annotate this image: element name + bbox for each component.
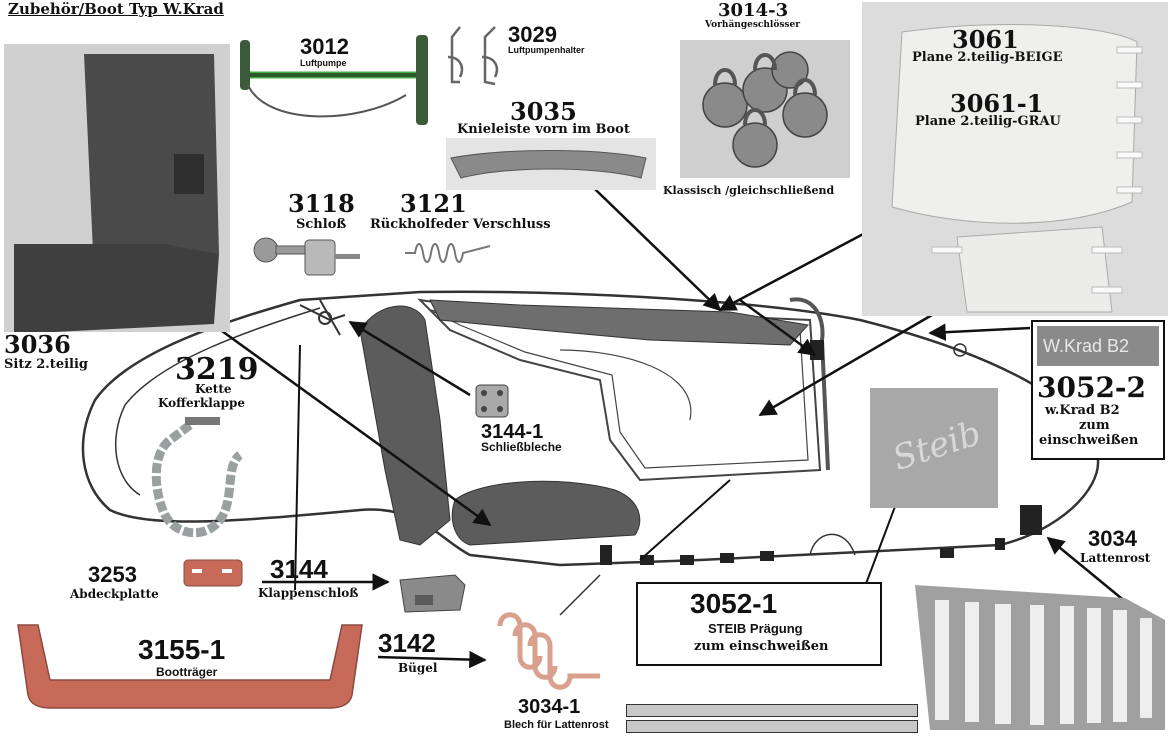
part-number-3034: 3034	[1088, 526, 1137, 551]
part-number-3052-2: 3052-2	[1037, 371, 1147, 404]
brackets-image	[497, 612, 600, 690]
arrow-3052-2	[928, 323, 1031, 341]
lock-plate-image	[475, 384, 509, 418]
part-label-3052-1-a: STEIB Prägung	[708, 621, 803, 636]
plate-text-3052-2: W.Krad B2	[1043, 336, 1130, 356]
knee-bar-photo	[446, 138, 656, 190]
boat-carrier-image	[17, 624, 363, 709]
part-number-3219: 3219	[175, 352, 259, 387]
part-label-3253: Abdeckplatte	[70, 587, 159, 601]
slatted-floor-image	[915, 585, 1165, 730]
part-number-3029: 3029	[508, 22, 557, 47]
slat-sheet-bar-1	[626, 704, 918, 717]
part-number-3052-1: 3052-1	[690, 588, 778, 619]
part-label-3052-1-b: zum einschweißen	[694, 639, 829, 654]
part-number-3014-3: 3014-3	[718, 0, 789, 21]
arrow-3144-1	[348, 320, 471, 397]
box-3052-2: W.Krad B2 3052-2 w.Krad B2 zum einschwei…	[1031, 320, 1165, 460]
part-label-3061: Plane 2.teilig-BEIGE	[912, 50, 1063, 65]
part-label-3121: Rückholfeder Verschluss	[370, 217, 551, 232]
padlocks-image	[702, 51, 828, 168]
arrow-fitting	[739, 298, 817, 357]
spring-image	[405, 243, 491, 263]
part-label-3036: Sitz 2.teilig	[4, 357, 88, 372]
padlocks-photo	[680, 40, 850, 178]
part-number-3253: 3253	[88, 562, 137, 587]
part-label-3034: Lattenrost	[1080, 551, 1151, 565]
seat-photo	[4, 44, 230, 334]
knee-bar-image	[450, 150, 647, 179]
backrest-shape	[359, 305, 451, 546]
part-number-3121: 3121	[400, 189, 467, 218]
part-number-3034-1: 3034-1	[518, 696, 581, 718]
key-lock-image	[253, 237, 360, 276]
canvas-photo	[862, 2, 1168, 316]
part-number-3144: 3144	[270, 554, 328, 584]
part-number-3061-1: 3061-1	[950, 89, 1044, 118]
part-label-3219-a: Kette	[195, 382, 232, 396]
part-label-3118: Schloß	[296, 217, 347, 232]
canvas-image	[891, 24, 1143, 313]
part-label-3061-1: Plane 2.teilig-GRAU	[915, 114, 1061, 129]
slat-sheet-bar-2	[626, 720, 918, 733]
part-label-3035: Knieleiste vorn im Boot	[457, 122, 630, 137]
part-label-3155-1: Bootträger	[156, 665, 218, 679]
box-3052-1: 3052-1 STEIB Prägung zum einschweißen	[636, 582, 882, 666]
cover-plate-image	[183, 559, 243, 587]
part-number-3155-1: 3155-1	[138, 634, 226, 665]
part-label-3142: Bügel	[398, 661, 438, 675]
caption-3014-3: Klassisch /gleichschließend	[663, 184, 835, 197]
part-label-3012: Luftpumpe	[300, 58, 347, 68]
part-label-3144: Klappenschloß	[258, 586, 359, 600]
part-number-3012: 3012	[300, 34, 349, 59]
part-number-3118: 3118	[288, 189, 355, 218]
small-fittings	[600, 340, 1042, 565]
part-number-3035: 3035	[510, 97, 577, 126]
part-label-3034-1: Blech für Lattenrost	[504, 719, 609, 731]
seat-photo-image	[4, 44, 230, 334]
part-label-3144-1: Schließbleche	[481, 440, 562, 454]
chain-image	[151, 417, 244, 538]
part-label-3014-3: Vorhängeschlösser	[705, 20, 800, 30]
part-number-3142: 3142	[378, 628, 436, 658]
air-pump-image	[240, 35, 428, 125]
seat-cushion-shape	[451, 480, 641, 546]
part-label-3052-2-b: zum	[1079, 418, 1110, 433]
arrow-3142	[377, 650, 487, 669]
part-number-3036: 3036	[4, 330, 71, 359]
part-label-3052-2-a: w.Krad B2	[1045, 403, 1120, 418]
steib-logo: Steib	[888, 413, 986, 479]
part-number-3061: 3061	[952, 25, 1019, 54]
pump-holder-image	[447, 26, 499, 86]
slatted-floor-photo	[915, 580, 1167, 732]
lock-detail-on-boat	[299, 299, 346, 336]
plate-3052-2: W.Krad B2	[1037, 326, 1159, 366]
steib-plate-photo: Steib	[870, 388, 998, 508]
part-label-3219-b: Kofferklappe	[158, 396, 246, 410]
part-number-3144-1: 3144-1	[481, 421, 544, 443]
part-label-3029: Luftpumpenhalter	[508, 45, 585, 55]
part-label-3052-2-c: einschweißen	[1039, 433, 1139, 448]
page-title: Zubehör/Boot Typ W.Krad	[8, 0, 224, 18]
canvas-cover-strip	[429, 299, 809, 346]
flap-lock-image	[399, 574, 466, 613]
